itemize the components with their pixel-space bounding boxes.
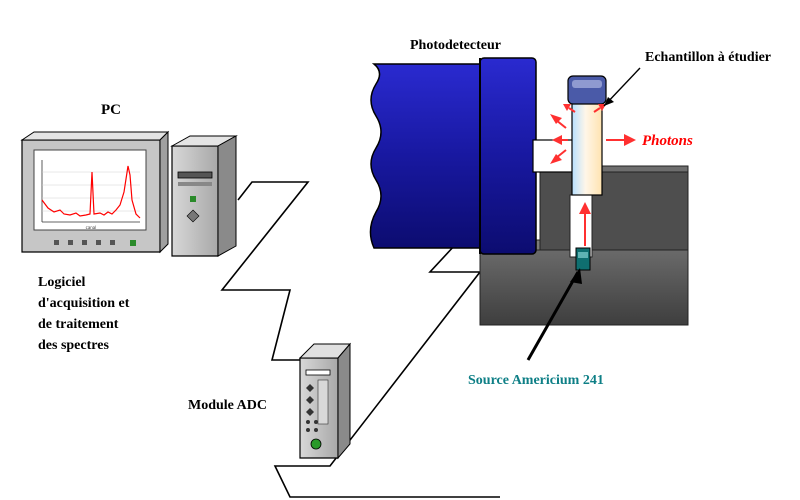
- pc-tower: [170, 135, 238, 257]
- sample-tube: [567, 75, 607, 196]
- label-software-line-4: des spectres: [38, 338, 109, 353]
- label-software-line-2: d'acquisition et: [38, 296, 130, 311]
- pointer-arrows: [526, 67, 641, 361]
- adc-led: [310, 438, 322, 450]
- monitor-buttons: [54, 240, 136, 246]
- label-adc: Module ADC: [188, 398, 267, 413]
- photodetector: [369, 57, 574, 255]
- label-photodetector: Photodetecteur: [410, 38, 501, 53]
- pc-monitor: canal: [20, 130, 170, 254]
- label-pc: PC: [101, 102, 121, 118]
- label-photons: Photons: [642, 133, 693, 149]
- adc-module: [298, 342, 352, 460]
- monitor-screen: [33, 149, 147, 231]
- label-software-line-3: de traitement: [38, 317, 119, 332]
- source-capsule: [575, 247, 591, 271]
- screen-spectrum: [41, 165, 141, 219]
- screen-axis-label: canal: [86, 225, 97, 230]
- label-source: Source Americium 241: [468, 373, 604, 388]
- cable-pc-adc: [220, 181, 310, 361]
- cable-adc-detector: [273, 244, 500, 498]
- label-software: Logiciel d'acquisition et de traitement …: [38, 272, 129, 356]
- label-sample: Echantillon à étudier: [645, 50, 772, 65]
- label-software-line-1: Logiciel: [38, 275, 86, 290]
